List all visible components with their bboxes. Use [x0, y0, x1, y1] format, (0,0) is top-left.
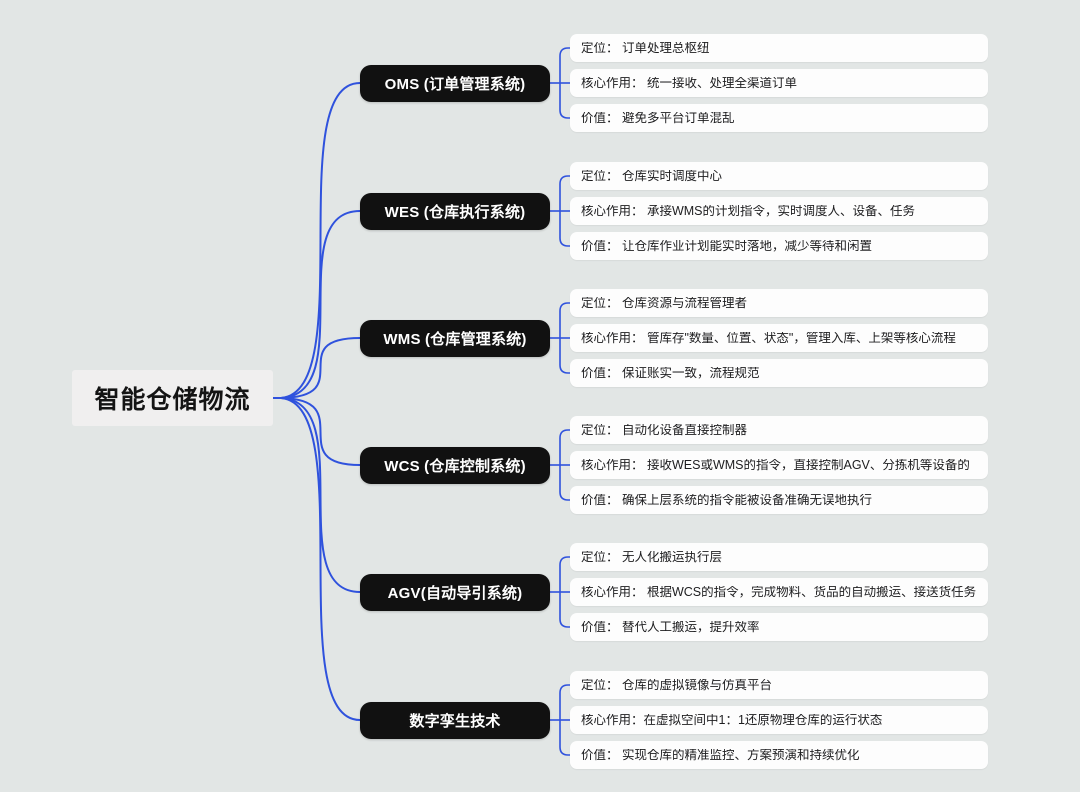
- detail-card-text: 定位： 仓库的虚拟镜像与仿真平台: [581, 678, 772, 692]
- branch-node-label: WMS (仓库管理系统): [383, 330, 527, 348]
- detail-card-text: 定位： 仓库资源与流程管理者: [581, 296, 747, 310]
- detail-card[interactable]: 核心作用： 接收WES或WMS的指令，直接控制AGV、分拣机等设备的: [570, 451, 988, 479]
- detail-card[interactable]: 定位： 仓库实时调度中心: [570, 162, 988, 190]
- branch-node[interactable]: WES (仓库执行系统): [360, 192, 550, 230]
- detail-card-text: 价值： 避免多平台订单混乱: [581, 111, 735, 125]
- detail-card[interactable]: 定位： 自动化设备直接控制器: [570, 416, 988, 444]
- branch-node-label: AGV(自动导引系统): [387, 584, 523, 602]
- detail-card[interactable]: 核心作用：在虚拟空间中1：1还原物理仓库的运行状态: [570, 706, 988, 734]
- detail-card-text: 价值： 替代人工搬运，提升效率: [581, 620, 760, 634]
- detail-card-text: 核心作用： 承接WMS的计划指令，实时调度人、设备、任务: [581, 204, 916, 218]
- root-node[interactable]: 智能仓储物流: [72, 370, 273, 426]
- branch-node[interactable]: OMS (订单管理系统): [360, 64, 550, 102]
- detail-card[interactable]: 价值： 替代人工搬运，提升效率: [570, 613, 988, 641]
- branch-node-label: OMS (订单管理系统): [384, 75, 526, 93]
- detail-card[interactable]: 价值： 避免多平台订单混乱: [570, 104, 988, 132]
- detail-card[interactable]: 核心作用： 管库存"数量、位置、状态"，管理入库、上架等核心流程: [570, 324, 988, 352]
- detail-card[interactable]: 价值： 让仓库作业计划能实时落地，减少等待和闲置: [570, 232, 988, 260]
- branch-node[interactable]: WMS (仓库管理系统): [360, 319, 550, 357]
- detail-card[interactable]: 定位： 仓库资源与流程管理者: [570, 289, 988, 317]
- detail-card-text: 核心作用： 接收WES或WMS的指令，直接控制AGV、分拣机等设备的: [581, 458, 970, 472]
- branch-node[interactable]: WCS (仓库控制系统): [360, 446, 550, 484]
- detail-card[interactable]: 定位： 订单处理总枢纽: [570, 34, 988, 62]
- detail-card[interactable]: 核心作用： 承接WMS的计划指令，实时调度人、设备、任务: [570, 197, 988, 225]
- detail-card[interactable]: 定位： 无人化搬运执行层: [570, 543, 988, 571]
- detail-card-text: 核心作用：在虚拟空间中1：1还原物理仓库的运行状态: [581, 713, 883, 727]
- detail-card-text: 价值： 让仓库作业计划能实时落地，减少等待和闲置: [581, 239, 872, 253]
- detail-card-text: 价值： 实现仓库的精准监控、方案预演和持续优化: [581, 748, 860, 762]
- branch-node[interactable]: AGV(自动导引系统): [360, 573, 550, 611]
- detail-card-text: 核心作用： 管库存"数量、位置、状态"，管理入库、上架等核心流程: [581, 331, 956, 345]
- detail-card-text: 核心作用： 统一接收、处理全渠道订单: [581, 76, 797, 90]
- branch-node[interactable]: 数字孪生技术: [360, 701, 550, 739]
- detail-card[interactable]: 定位： 仓库的虚拟镜像与仿真平台: [570, 671, 988, 699]
- detail-card-text: 定位： 自动化设备直接控制器: [581, 423, 747, 437]
- detail-card-text: 价值： 确保上层系统的指令能被设备准确无误地执行: [581, 493, 872, 507]
- detail-card[interactable]: 核心作用： 统一接收、处理全渠道订单: [570, 69, 988, 97]
- branch-node-label: WCS (仓库控制系统): [384, 457, 526, 475]
- detail-card-text: 价值： 保证账实一致，流程规范: [581, 366, 760, 380]
- branch-node-label: 数字孪生技术: [409, 712, 501, 730]
- branch-node-label: WES (仓库执行系统): [384, 203, 526, 221]
- detail-card-text: 定位： 无人化搬运执行层: [581, 550, 722, 564]
- detail-card-text: 核心作用： 根据WCS的指令，完成物料、货品的自动搬运、接送货任务: [581, 585, 977, 599]
- root-node-label: 智能仓储物流: [94, 386, 251, 414]
- detail-card-text: 定位： 订单处理总枢纽: [581, 41, 710, 55]
- detail-card-text: 定位： 仓库实时调度中心: [581, 169, 722, 183]
- detail-card[interactable]: 价值： 确保上层系统的指令能被设备准确无误地执行: [570, 486, 988, 514]
- detail-card[interactable]: 核心作用： 根据WCS的指令，完成物料、货品的自动搬运、接送货任务: [570, 578, 988, 606]
- detail-card[interactable]: 价值： 实现仓库的精准监控、方案预演和持续优化: [570, 741, 988, 769]
- detail-card[interactable]: 价值： 保证账实一致，流程规范: [570, 359, 988, 387]
